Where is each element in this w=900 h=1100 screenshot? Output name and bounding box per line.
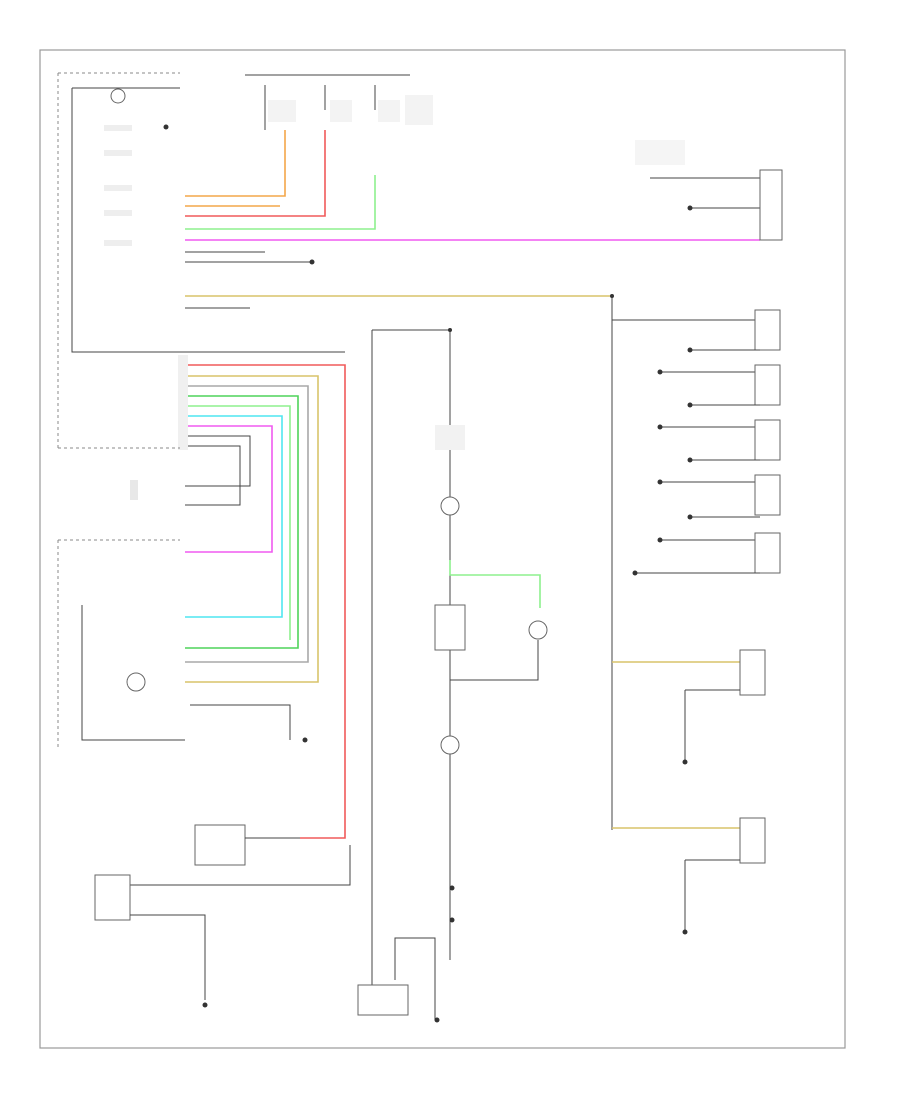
right-column xyxy=(610,294,781,830)
center-column xyxy=(371,328,548,990)
fuse-block xyxy=(245,74,433,130)
upper-wire-harness xyxy=(185,130,760,265)
diagram-frame xyxy=(39,49,846,1049)
left-harness xyxy=(58,355,346,839)
right-top-component xyxy=(635,140,783,241)
left-module xyxy=(57,72,345,448)
headlamp-switch xyxy=(57,480,308,750)
right-lower-modules xyxy=(612,649,766,935)
bottom-box xyxy=(357,937,440,1023)
relay-box xyxy=(94,824,351,1008)
